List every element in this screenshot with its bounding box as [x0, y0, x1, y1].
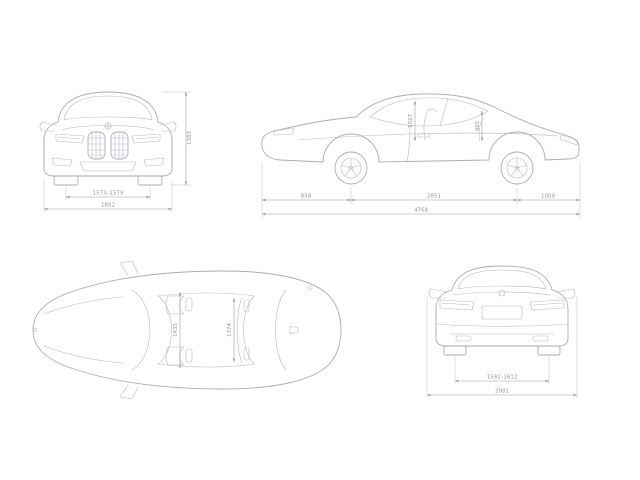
wheelbase-label: 2851	[427, 194, 441, 200]
right-exhaust	[532, 335, 549, 342]
rear-left-taillight	[439, 299, 475, 311]
rear-wheel	[500, 151, 534, 185]
top-view: 1435 1374	[32, 260, 342, 400]
kidney-grille	[87, 131, 129, 160]
rear-right-wheel	[537, 345, 561, 356]
front-right-wheel	[137, 175, 163, 186]
side-view: 1027 965	[261, 93, 580, 185]
front-interior-width-label: 1435	[173, 323, 179, 337]
roof-side-lines	[157, 292, 255, 368]
windshield-base	[131, 289, 151, 371]
rear-interior-width-label: 1374	[227, 323, 233, 337]
rear-view-dimensions: 1592–1612 2081	[426, 296, 578, 398]
rear-left-mirror	[428, 288, 449, 299]
hood-crease	[61, 125, 155, 131]
front-seat-outline	[423, 108, 437, 141]
top-body-outline	[32, 270, 342, 390]
rear-seats-top	[237, 297, 250, 363]
front-badge-marker	[33, 328, 37, 332]
brand-roundel	[104, 122, 112, 130]
side-character-line	[297, 132, 559, 141]
top-right-mirror	[119, 384, 139, 400]
front-left-headlight	[55, 133, 85, 144]
front-lower-intake	[79, 161, 137, 172]
side-silhouette	[261, 93, 580, 163]
rear-headroom-label: 965	[475, 120, 481, 131]
door-seam	[406, 125, 411, 162]
rear-body-outline	[435, 265, 569, 347]
rear-overhang-label: 1059	[541, 194, 555, 200]
side-headlight	[273, 127, 295, 136]
front-wheel	[334, 151, 368, 185]
rear-window-top	[243, 295, 255, 365]
left-exhaust	[455, 335, 472, 342]
rear-roundel	[498, 289, 506, 297]
side-taillight	[559, 134, 579, 146]
front-left-mirror	[39, 121, 57, 132]
top-left-mirror	[119, 260, 139, 276]
front-height-label: 1383	[187, 131, 193, 145]
hood-line-upper	[43, 296, 124, 315]
rear-right-taillight	[529, 299, 565, 311]
rear-window-base	[275, 289, 287, 371]
side-view-dimensions: 858 2851 1059 4768	[261, 162, 581, 218]
license-plate	[481, 305, 523, 320]
rear-bumper-crease	[435, 323, 569, 327]
front-seats-top	[165, 295, 193, 366]
front-left-intake	[51, 157, 73, 167]
rear-right-mirror	[555, 288, 576, 299]
front-width-label: 1852	[101, 203, 115, 209]
hood-line-lower	[43, 345, 124, 364]
front-view	[39, 91, 177, 186]
trunk-line	[453, 291, 551, 296]
windshield-top	[157, 295, 172, 365]
front-right-mirror	[159, 121, 177, 132]
antenna-fin	[289, 325, 299, 335]
front-overhang-label: 858	[301, 194, 312, 200]
fuel-cap	[307, 285, 313, 291]
front-right-intake	[143, 157, 165, 167]
front-windshield	[63, 95, 153, 121]
front-right-headlight	[131, 133, 161, 144]
b-pillar	[439, 98, 449, 127]
front-left-wheel	[53, 175, 79, 186]
rear-glass	[457, 269, 547, 290]
overall-length-label: 4768	[414, 208, 428, 214]
side-glasshouse	[369, 97, 489, 127]
front-headroom-label: 1027	[408, 114, 414, 128]
front-body-outline	[43, 91, 173, 177]
rear-view	[428, 265, 576, 356]
overall-width-label: 2081	[495, 389, 509, 395]
rear-track-label: 1592–1612	[487, 375, 518, 381]
rear-left-wheel	[443, 345, 467, 356]
front-track-label: 1573–1579	[93, 191, 124, 197]
front-view-dimensions: 1383 1573–1579 1852	[43, 91, 193, 212]
